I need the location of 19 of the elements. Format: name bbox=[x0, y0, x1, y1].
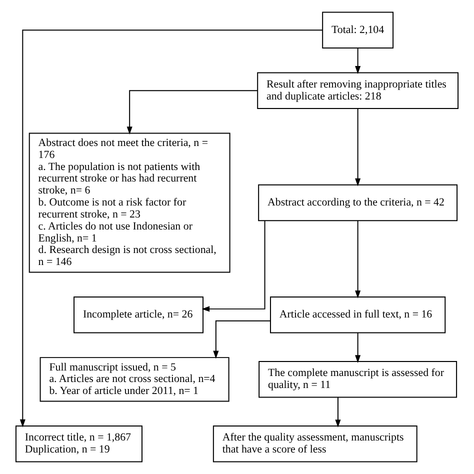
arrow bbox=[213, 320, 271, 359]
node-box: Abstract does not meet the criteria, n = 176 a. The population is not patients with recurrent stroke or has had recurrent stroke, n= 6 b. Outcome is not a risk factor for recurrent stroke, n = 23 c. Articles do not use Indonesian or English, n= 1 d. Research design is not cross sectional, n = 146 bbox=[28, 132, 230, 273]
arrow bbox=[355, 48, 361, 74]
node-box: Abstract according to the criteria, n = 42 bbox=[258, 184, 458, 222]
arrow bbox=[335, 396, 341, 428]
node-box: Total: 2,104 bbox=[322, 12, 394, 48]
node-box: Incorrect title, n = 1,867 Duplication, n = 19 bbox=[15, 426, 142, 462]
node-box: Incomplete article, n= 26 bbox=[74, 296, 204, 334]
arrow bbox=[20, 30, 324, 428]
node-box: Full manuscript issued, n = 5 a. Articles are not cross sectional, n=4 b. Year of article under 2011, n= 1 bbox=[40, 357, 230, 402]
arrow bbox=[202, 220, 266, 312]
arrow bbox=[355, 220, 361, 298]
node-box: The complete manuscript is assessed for quality, n = 11 bbox=[258, 361, 458, 398]
node-box: After the quality assessment, manuscripts that have a score of less bbox=[212, 426, 418, 462]
node-box: Article accessed in full text, n = 16 bbox=[270, 296, 446, 334]
arrow bbox=[355, 332, 361, 364]
arrow bbox=[355, 108, 361, 186]
node-box: Result after removing inappropriate titles and duplicate articles: 218 bbox=[257, 72, 459, 109]
arrow bbox=[126, 90, 258, 135]
